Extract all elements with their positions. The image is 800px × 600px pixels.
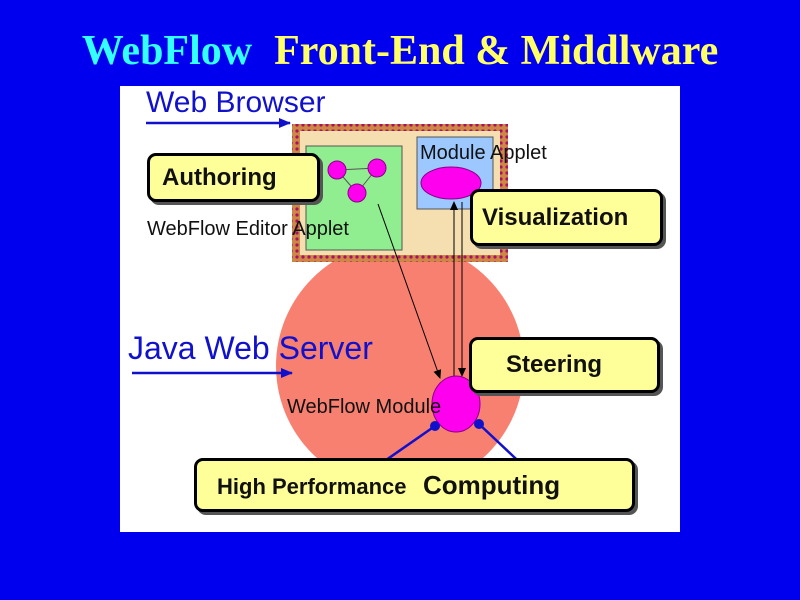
compute-port-right <box>474 419 484 429</box>
title-webflow: WebFlow <box>81 28 253 74</box>
visualization-label: Visualization <box>482 204 629 231</box>
web-browser-label: Web Browser <box>146 86 326 119</box>
steering-label: Steering <box>506 351 603 378</box>
high-performance-label: High Performance <box>217 474 407 499</box>
editor-to-module-arrow <box>377 203 442 379</box>
module-applet-label: Module Applet <box>420 142 547 164</box>
authoring-box: Authoring <box>147 153 320 202</box>
editor-node-1 <box>327 160 347 180</box>
high-performance-computing-box: High Performance Computing <box>194 458 635 512</box>
steering-box: Steering <box>469 337 660 393</box>
editor-node-3 <box>347 183 367 203</box>
title-front-end-middleware: Front-End & Middlware <box>274 28 719 74</box>
page-title: WebFlow Front-End & Middlware <box>0 26 800 76</box>
webflow-module-label: WebFlow Module <box>287 396 442 418</box>
editor-node-2 <box>367 158 387 178</box>
visualization-box: Visualization <box>470 189 663 246</box>
java-web-server-label: Java Web Server <box>128 330 373 366</box>
computing-label: Computing <box>422 470 561 500</box>
module-applet-node <box>420 166 482 200</box>
compute-port-left <box>430 421 440 431</box>
authoring-label: Authoring <box>162 164 277 191</box>
editor-applet-label: WebFlow Editor Applet <box>147 218 349 240</box>
diagram-panel: Web Browser Module Applet WebFlow Editor… <box>120 86 680 532</box>
webflow-module-node <box>431 375 481 433</box>
